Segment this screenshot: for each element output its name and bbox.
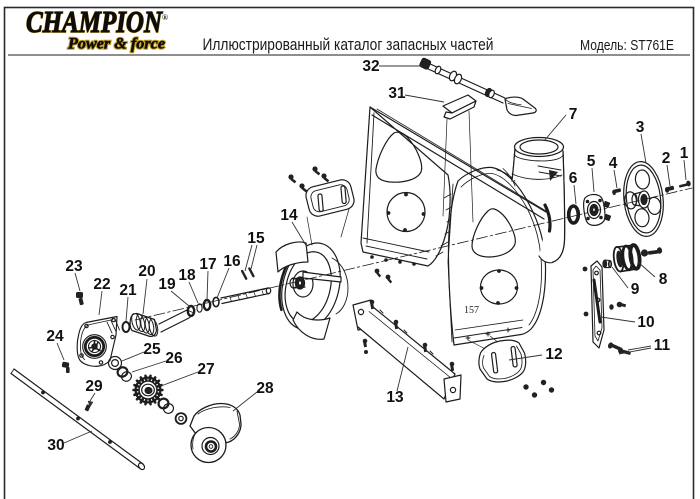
svg-text:20: 20 (138, 263, 155, 280)
svg-text:CHAMPION: CHAMPION (26, 4, 163, 39)
svg-text:28: 28 (256, 380, 274, 397)
svg-text:®: ® (162, 13, 168, 22)
svg-text:13: 13 (386, 389, 404, 406)
svg-text:CHAMPION: CHAMPION (26, 4, 163, 39)
svg-text:22: 22 (93, 276, 110, 293)
svg-text:2: 2 (662, 150, 671, 167)
svg-text:157: 157 (464, 305, 479, 316)
svg-text:8: 8 (659, 271, 668, 288)
svg-text:31: 31 (388, 85, 406, 102)
svg-text:Иллюстрированный каталог запас: Иллюстрированный каталог запасных частей (203, 36, 494, 54)
svg-text:32: 32 (362, 58, 379, 75)
svg-text:19: 19 (158, 276, 176, 293)
svg-text:3: 3 (636, 119, 645, 136)
svg-text:15: 15 (247, 230, 265, 247)
svg-text:14: 14 (280, 207, 298, 224)
svg-text:6: 6 (569, 170, 578, 187)
svg-text:25: 25 (143, 341, 161, 358)
svg-text:24: 24 (46, 328, 64, 345)
svg-text:18: 18 (178, 267, 196, 284)
svg-text:Модель: ST761E: Модель: ST761E (580, 38, 674, 54)
svg-text:10: 10 (637, 314, 654, 331)
svg-text:21: 21 (119, 282, 137, 299)
svg-text:17: 17 (199, 256, 216, 273)
svg-text:16: 16 (223, 253, 241, 270)
svg-text:1: 1 (680, 145, 689, 162)
svg-text:23: 23 (65, 258, 83, 275)
svg-text:12: 12 (545, 346, 562, 363)
svg-text:Power & force: Power & force (67, 36, 165, 53)
svg-text:11: 11 (654, 337, 671, 354)
svg-text:29: 29 (85, 378, 103, 395)
svg-text:5: 5 (587, 153, 596, 170)
svg-text:7: 7 (569, 106, 578, 123)
svg-text:4: 4 (609, 155, 618, 172)
svg-text:27: 27 (197, 361, 214, 378)
svg-text:30: 30 (47, 437, 64, 454)
svg-text:9: 9 (631, 281, 640, 298)
svg-text:26: 26 (165, 350, 183, 367)
svg-text:Power & force: Power & force (67, 36, 165, 53)
